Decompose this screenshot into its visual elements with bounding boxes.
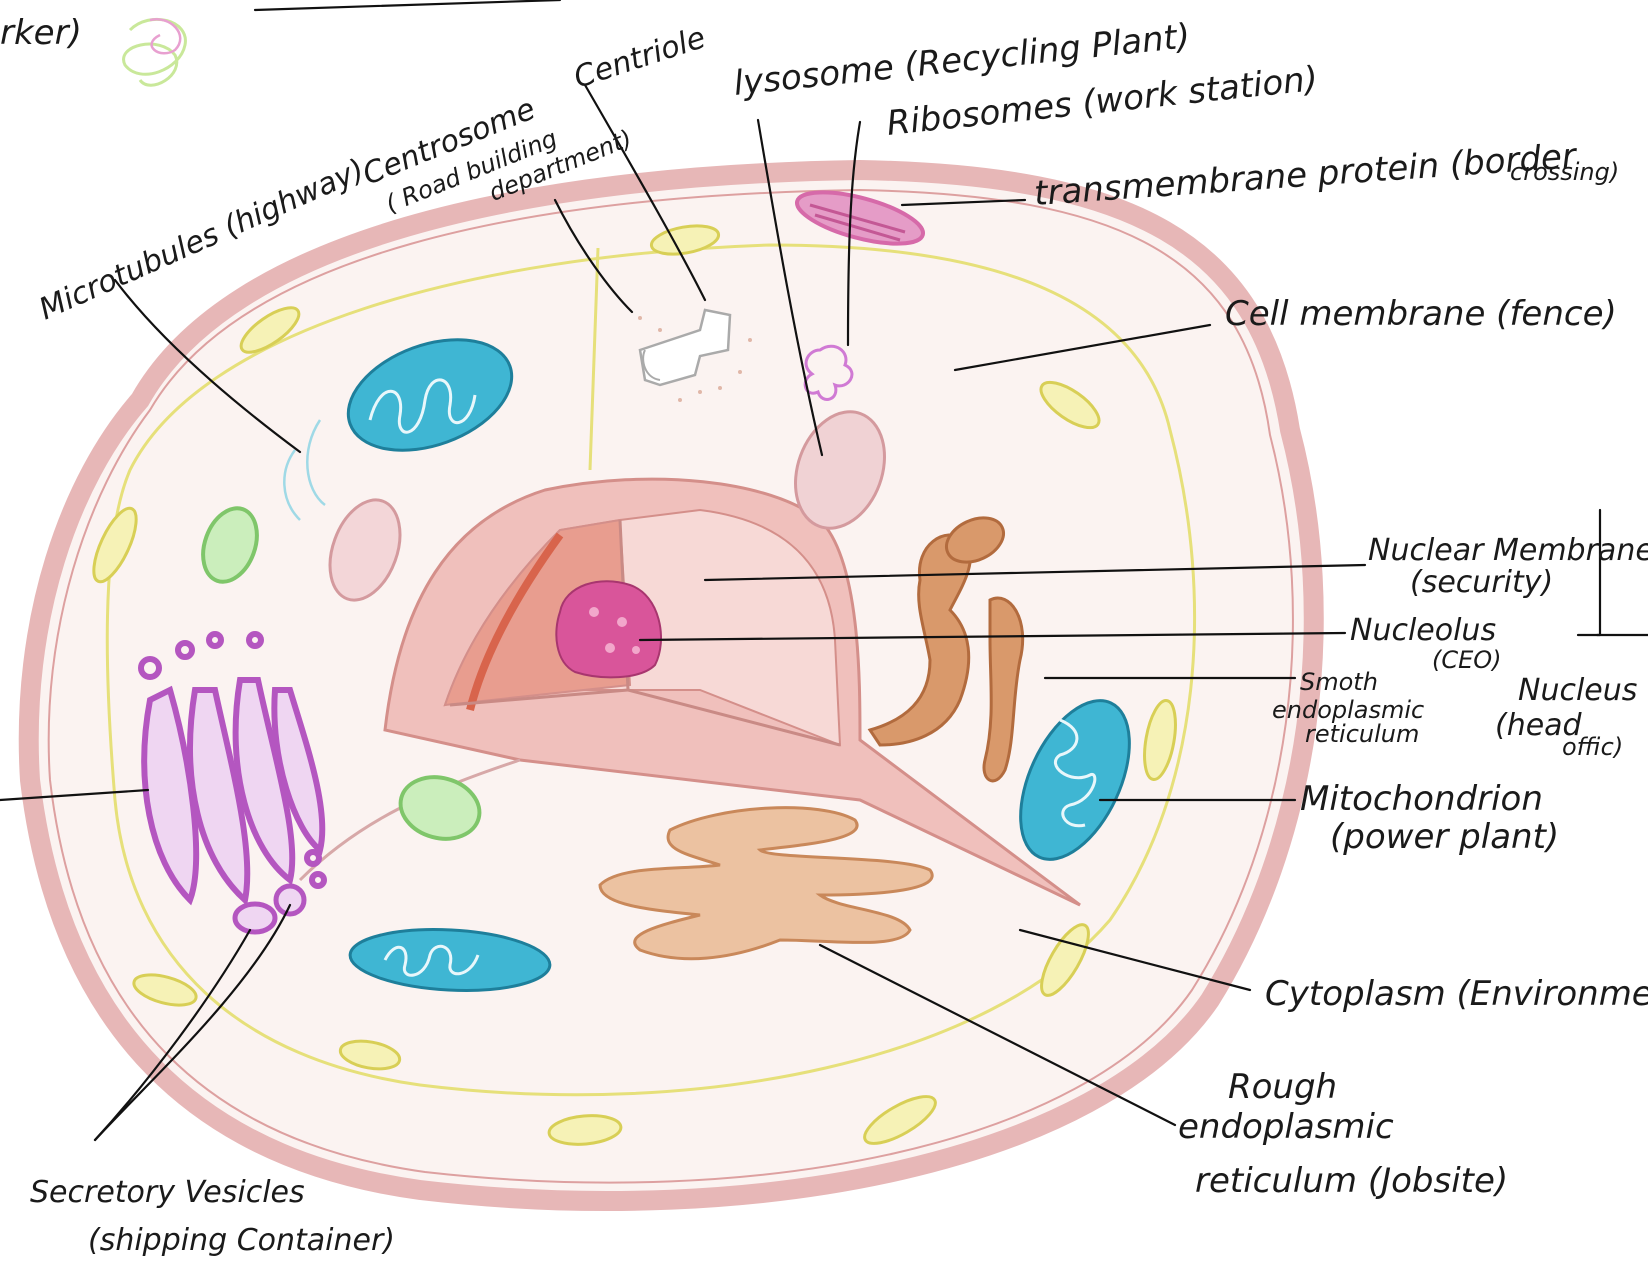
centrosome-dot — [738, 370, 742, 374]
label-nuclear-membrane-line1: Nuclear Membrane — [1368, 533, 1648, 568]
label-cell-membrane: Cell membrane (fence) — [1225, 294, 1617, 334]
label-nucleus-line1: Nucleus — [1518, 673, 1637, 708]
label-transmembrane-line2: crossing) — [1510, 158, 1619, 186]
centrosome-dot — [698, 390, 702, 394]
centrosome-dot — [718, 386, 722, 390]
nucleolus-spot — [589, 607, 599, 617]
label-rough-er-line3: reticulum (Jobsite) — [1195, 1161, 1508, 1201]
label-secretory-line2: (shipping Container) — [88, 1223, 395, 1258]
label-nucleolus-line2: (CEO) — [1432, 646, 1502, 674]
centrosome-dot — [638, 316, 642, 320]
label-transmembrane-line1: transmembrane protein (border — [1033, 136, 1579, 214]
label-rough-er-line1: Rough — [1228, 1067, 1337, 1107]
top-partial-leader — [255, 0, 560, 10]
label-partial-top-left: rker) — [0, 13, 82, 53]
label-mitochondrion-line2: (power plant) — [1330, 817, 1559, 857]
centrosome-dot — [658, 328, 662, 332]
label-nucleus-line3: offic) — [1562, 733, 1623, 761]
label-nuclear-membrane-line2: (security) — [1410, 565, 1553, 600]
centrosome-dot — [678, 398, 682, 402]
nucleolus-spot — [632, 646, 640, 654]
secretory-vesicle — [276, 886, 304, 914]
label-secretory-line1: Secretory Vesicles — [30, 1175, 305, 1210]
nucleolus — [556, 581, 661, 677]
label-cytoplasm: Cytoplasm (Environment — [1265, 974, 1648, 1014]
nucleolus-spot — [617, 617, 627, 627]
nucleolus-spot — [605, 643, 615, 653]
label-rough-er-line2: endoplasmic — [1178, 1107, 1394, 1147]
label-smooth-er-line1: Smoth — [1300, 668, 1378, 696]
label-centriole: Centriole — [570, 20, 710, 95]
label-smooth-er-line3: reticulum — [1305, 720, 1419, 748]
secretory-vesicle — [235, 904, 275, 932]
centrosome-dot — [748, 338, 752, 342]
label-nucleolus-line1: Nucleolus — [1350, 613, 1496, 648]
label-mitochondrion-line1: Mitochondrion — [1300, 779, 1543, 819]
